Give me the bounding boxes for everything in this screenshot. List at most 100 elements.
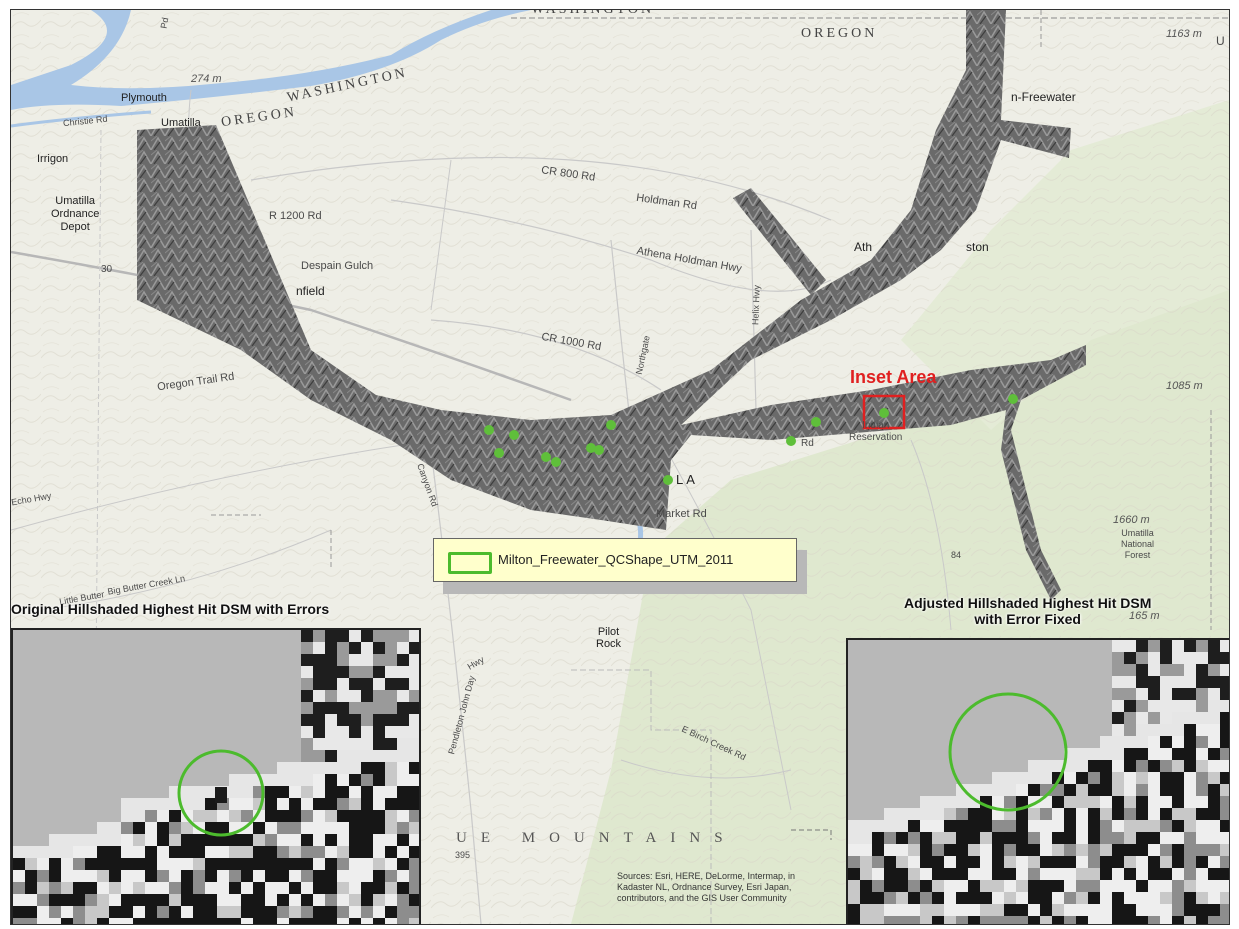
dsm-pixel bbox=[1088, 844, 1100, 856]
dsm-pixel bbox=[217, 630, 229, 642]
dsm-pixel bbox=[49, 894, 61, 906]
place-label-indian-reservation: Indian Reservation bbox=[849, 420, 903, 443]
dsm-pixel bbox=[1124, 736, 1136, 748]
dsm-pixel bbox=[1148, 736, 1160, 748]
dsm-pixel bbox=[193, 858, 205, 870]
dsm-pixel bbox=[337, 894, 349, 906]
dsm-pixel bbox=[1160, 748, 1172, 760]
dsm-pixel bbox=[181, 918, 193, 924]
dsm-pixel bbox=[301, 774, 313, 786]
dsm-pixel bbox=[1100, 772, 1112, 784]
dsm-pixel bbox=[944, 796, 956, 808]
dsm-pixel bbox=[409, 858, 419, 870]
dsm-pixel bbox=[968, 844, 980, 856]
dsm-pixel bbox=[1196, 868, 1208, 880]
dsm-pixel bbox=[37, 834, 49, 846]
dsm-pixel bbox=[1136, 712, 1148, 724]
dsm-pixel bbox=[193, 834, 205, 846]
dsm-pixel bbox=[25, 750, 37, 762]
dsm-pixel bbox=[385, 906, 397, 918]
inset-original-dsm[interactable] bbox=[11, 628, 421, 924]
dsm-pixel bbox=[1112, 736, 1124, 748]
dsm-pixel bbox=[361, 642, 373, 654]
dsm-pixel bbox=[1088, 712, 1100, 724]
dsm-pixel bbox=[1124, 688, 1136, 700]
dsm-pixel bbox=[337, 822, 349, 834]
error-highlight-circle bbox=[177, 749, 265, 837]
dsm-pixel bbox=[1148, 916, 1160, 924]
dsm-pixel bbox=[1064, 832, 1076, 844]
dsm-pixel bbox=[37, 798, 49, 810]
dsm-pixel bbox=[908, 688, 920, 700]
place-label-milton-freewater: n-Freewater bbox=[1011, 90, 1076, 104]
dsm-pixel bbox=[349, 750, 361, 762]
dsm-pixel bbox=[265, 750, 277, 762]
dsm-pixel bbox=[920, 736, 932, 748]
dsm-pixel bbox=[217, 750, 229, 762]
dsm-pixel bbox=[169, 690, 181, 702]
dsm-pixel bbox=[37, 726, 49, 738]
dsm-pixel bbox=[301, 726, 313, 738]
dsm-pixel bbox=[1052, 844, 1064, 856]
dsm-pixel bbox=[1064, 868, 1076, 880]
dsm-pixel bbox=[908, 808, 920, 820]
dsm-pixel bbox=[1052, 820, 1064, 832]
dsm-pixel bbox=[349, 762, 361, 774]
dsm-pixel bbox=[1028, 844, 1040, 856]
dsm-pixel bbox=[133, 738, 145, 750]
dsm-pixel bbox=[145, 678, 157, 690]
road-label-hwy84: 84 bbox=[951, 550, 962, 560]
map-frame[interactable]: WASHINGTON OREGON WASHINGTON OREGON 274 … bbox=[10, 9, 1230, 925]
dsm-pixel bbox=[301, 906, 313, 918]
dsm-pixel bbox=[265, 642, 277, 654]
dsm-pixel bbox=[884, 688, 896, 700]
dsm-pixel bbox=[1016, 736, 1028, 748]
dsm-pixel bbox=[169, 918, 181, 924]
inset-adjusted-dsm[interactable] bbox=[846, 638, 1229, 924]
dsm-pixel bbox=[73, 846, 85, 858]
dsm-pixel bbox=[980, 760, 992, 772]
dsm-pixel bbox=[409, 630, 419, 642]
dsm-pixel bbox=[409, 870, 419, 882]
dsm-pixel bbox=[1208, 652, 1220, 664]
state-label-oregon: OREGON bbox=[801, 26, 878, 41]
dsm-pixel bbox=[1088, 880, 1100, 892]
dsm-pixel bbox=[145, 798, 157, 810]
dsm-pixel bbox=[1088, 724, 1100, 736]
dsm-pixel bbox=[1136, 820, 1148, 832]
dsm-pixel bbox=[896, 832, 908, 844]
dsm-pixel bbox=[73, 858, 85, 870]
dsm-pixel bbox=[397, 690, 409, 702]
dsm-pixel bbox=[121, 810, 133, 822]
dsm-pixel bbox=[361, 786, 373, 798]
dsm-pixel bbox=[121, 642, 133, 654]
dsm-pixel bbox=[205, 894, 217, 906]
dsm-pixel bbox=[884, 784, 896, 796]
dsm-pixel bbox=[980, 664, 992, 676]
dsm-pixel bbox=[992, 820, 1004, 832]
dsm-pixel bbox=[1088, 688, 1100, 700]
dsm-pixel bbox=[1040, 676, 1052, 688]
dsm-pixel bbox=[313, 774, 325, 786]
dsm-pixel bbox=[373, 666, 385, 678]
dsm-pixel bbox=[361, 702, 373, 714]
dsm-pixel bbox=[1220, 712, 1229, 724]
dsm-pixel bbox=[1064, 640, 1076, 652]
dsm-pixel bbox=[25, 882, 37, 894]
dsm-pixel bbox=[1100, 796, 1112, 808]
dsm-pixel bbox=[944, 772, 956, 784]
dsm-pixel bbox=[1220, 760, 1229, 772]
dsm-pixel bbox=[289, 786, 301, 798]
dsm-pixel bbox=[325, 786, 337, 798]
dsm-pixel bbox=[1124, 712, 1136, 724]
dsm-pixel bbox=[1136, 736, 1148, 748]
dsm-pixel bbox=[1028, 640, 1040, 652]
dsm-pixel bbox=[349, 666, 361, 678]
dsm-pixel bbox=[920, 868, 932, 880]
dsm-pixel bbox=[25, 666, 37, 678]
dsm-pixel bbox=[325, 702, 337, 714]
dsm-pixel bbox=[1052, 916, 1064, 924]
dsm-pixel bbox=[1040, 748, 1052, 760]
dsm-pixel bbox=[253, 918, 265, 924]
dsm-pixel bbox=[908, 904, 920, 916]
